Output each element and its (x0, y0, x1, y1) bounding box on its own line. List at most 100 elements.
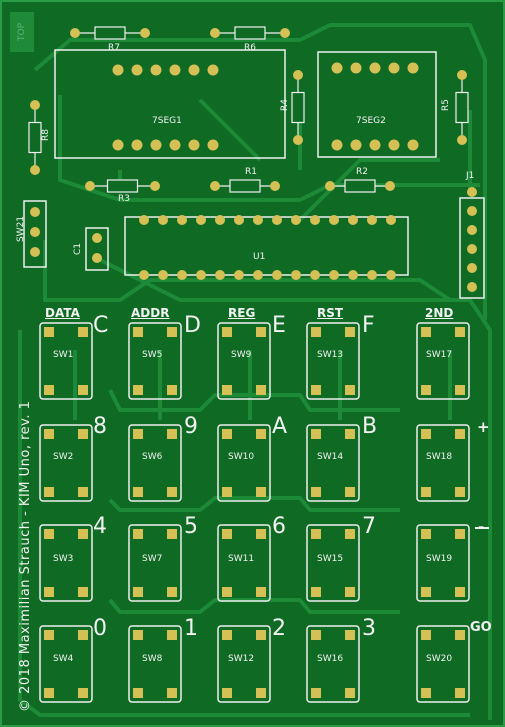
key-label: D (184, 313, 201, 338)
key-label: 0 (93, 616, 107, 641)
display-pin (350, 139, 362, 151)
keypad-switch-pad (133, 587, 143, 597)
ic-pin (234, 215, 244, 225)
resistor-label-r6: R6 (244, 43, 256, 53)
ic-pin (158, 270, 168, 280)
keypad-switch-pad (133, 529, 143, 539)
display-pin (188, 139, 200, 151)
switch-designator: SW9 (231, 350, 252, 360)
keypad-switch-pad (78, 487, 88, 497)
display-pin (207, 139, 219, 151)
resistor-pad (270, 181, 280, 191)
connector-pin (467, 187, 477, 197)
keypad-switch-pad (167, 630, 177, 640)
connector-pin (467, 244, 477, 254)
keypad-switch-outline (217, 524, 271, 602)
ic-pin (386, 270, 396, 280)
resistor-pad (457, 135, 467, 145)
keypad-switch-pad (455, 327, 465, 337)
resistor-pad (385, 181, 395, 191)
resistor-body (344, 179, 376, 193)
key-label: 3 (362, 616, 376, 641)
connector-pin (467, 263, 477, 273)
keypad-switch-pad (311, 688, 321, 698)
switch-designator: SW14 (317, 452, 344, 462)
keypad-switch-outline (39, 625, 93, 703)
display-pin (388, 139, 400, 151)
key-label: 9 (184, 414, 198, 439)
keypad-switch-pad (345, 688, 355, 698)
key-label: - (478, 518, 485, 536)
keypad-switch-pad (133, 429, 143, 439)
ic-outline (124, 216, 409, 276)
keypad-switch-pad (222, 487, 232, 497)
resistor-body (94, 26, 126, 40)
connector-outline (459, 197, 485, 299)
keypad-switch-pad (167, 487, 177, 497)
keypad-switch-pad (222, 587, 232, 597)
ic-pin (196, 215, 206, 225)
ic-pin (386, 215, 396, 225)
ic-pin (310, 215, 320, 225)
top-layer-marker: TOP (10, 12, 34, 52)
keypad-switch-pad (345, 327, 355, 337)
copper-trace (43, 240, 452, 302)
keypad-switch-pad (222, 385, 232, 395)
connector-pin (467, 206, 477, 216)
switch-designator: SW17 (426, 350, 453, 360)
display-pin (369, 62, 381, 74)
copper-trace (298, 158, 440, 222)
ic-pin (329, 270, 339, 280)
display-pin (112, 139, 124, 151)
resistor-pad (293, 135, 303, 145)
keypad-switch-pad (256, 429, 266, 439)
keypad-switch-pad (345, 587, 355, 597)
display-label-7seg1: 7SEG1 (152, 116, 182, 126)
keypad-switch-pad (78, 587, 88, 597)
ic-pin (253, 270, 263, 280)
ic-pin (329, 215, 339, 225)
keypad-switch-pad (167, 327, 177, 337)
keypad-switch-pad (222, 327, 232, 337)
keypad-switch-outline (39, 524, 93, 602)
keypad-switch-pad (222, 688, 232, 698)
keypad-switch-pad (222, 630, 232, 640)
resistor-pad (210, 181, 220, 191)
resistor-label-r2: R2 (356, 167, 368, 177)
switch-pin (30, 247, 40, 257)
keypad-switch-pad (311, 429, 321, 439)
keypad-switch-pad (421, 487, 431, 497)
keypad-switch-pad (421, 385, 431, 395)
keypad-switch-pad (421, 327, 431, 337)
keypad-switch-outline (217, 322, 271, 400)
switch-designator: SW15 (317, 554, 344, 564)
display-pin (407, 62, 419, 74)
switch-designator: SW20 (426, 654, 453, 664)
keypad-switch-pad (256, 385, 266, 395)
ic-pin (253, 215, 263, 225)
keypad-switch-pad (421, 688, 431, 698)
copper-trace (33, 23, 487, 320)
keypad-switch-pad (167, 688, 177, 698)
keypad-switch-pad (345, 529, 355, 539)
resistor-pad (325, 181, 335, 191)
switch-designator: SW1 (53, 350, 74, 360)
display-pin (331, 139, 343, 151)
keypad-switch-outline (306, 424, 360, 502)
capacitor-label-c1: C1 (73, 242, 84, 256)
keypad-switch-outline (128, 625, 182, 703)
resistor-pad (30, 165, 40, 175)
keypad-switch-pad (455, 487, 465, 497)
switch-designator: SW5 (142, 350, 163, 360)
switch-designator: SW2 (53, 452, 74, 462)
key-label: + (477, 418, 490, 436)
keypad-switch-pad (133, 688, 143, 698)
resistor-pad (70, 28, 80, 38)
copper-trace (108, 389, 400, 412)
keypad-switch-pad (421, 529, 431, 539)
switch-label-sw21: SW21 (16, 215, 27, 243)
keypad-switch-outline (416, 524, 470, 602)
switch-outline (23, 200, 47, 268)
